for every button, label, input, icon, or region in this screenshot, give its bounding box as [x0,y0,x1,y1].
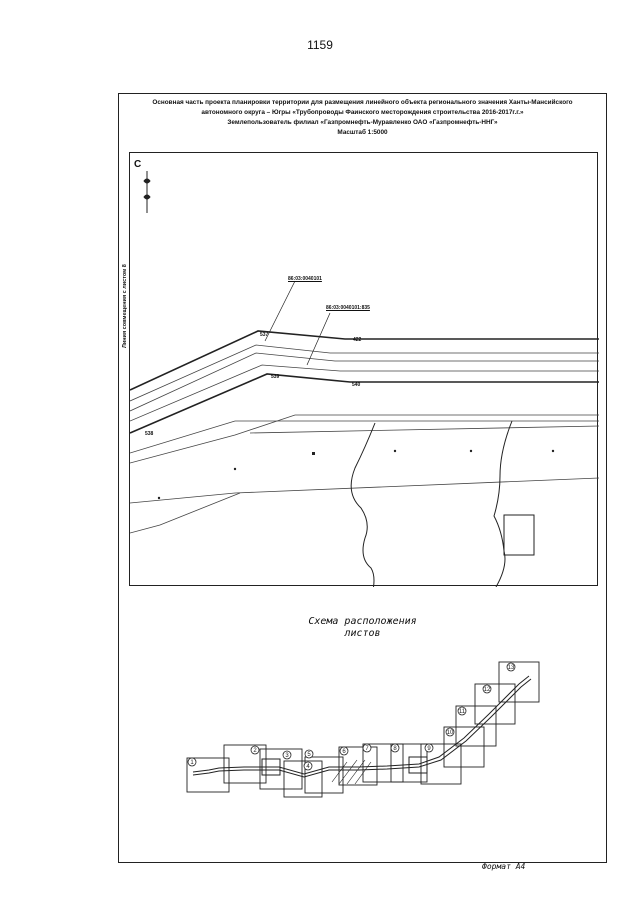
north-arrow-icon [143,171,151,213]
map-drawing [130,171,599,587]
sheet-marker-7: 7 [362,743,372,753]
point-label-538: 538 [145,431,154,437]
point-label-537: 537 [260,332,269,338]
route-hatch [331,759,372,785]
svg-text:11: 11 [459,709,466,715]
sheet-marker-4: 4 [303,761,313,771]
sheet-marker-6: 6 [339,746,349,756]
route-block-1 [261,758,281,776]
sheet-marker-5: 5 [304,749,314,759]
pipeline-boundaries [130,330,599,434]
corridor-lines [130,344,599,534]
svg-text:12: 12 [484,687,491,693]
sheet-frame-9 [420,743,462,785]
survey-dots [157,449,555,500]
svg-text:13: 13 [508,665,515,671]
scheme-title: Схема расположения листов [119,616,606,640]
sheet-frame-13 [498,661,540,703]
svg-text:1: 1 [190,760,194,766]
sheet-frame-3 [259,748,303,790]
svg-text:5: 5 [307,752,311,758]
point-label-540: 540 [352,382,361,388]
parcel-label-2: 86:03:0040101:835 [326,305,370,311]
sheet-marker-9: 9 [424,743,434,753]
sheet-frames [186,661,540,798]
sheet-frame-2 [223,744,267,784]
svg-text:8: 8 [393,746,397,752]
parcel-label-1: 86:03:0040101 [288,276,322,282]
route-block-2 [408,756,428,774]
sheet-number-markers: 1 2 3 4 5 6 7 8 9 10 11 12 13 [187,662,516,771]
map-frame: С Линия совмещения с листом 8 86:03:0040… [122,152,599,587]
scheme-title-line-2: листов [344,628,381,639]
pipeline-route [192,675,532,785]
sheet-marker-8: 8 [390,743,400,753]
leader-lines [264,280,331,366]
header-line-1: Основная часть проекта планировки террит… [152,99,573,106]
sheet-marker-10: 10 [445,727,455,737]
sheet-marker-2: 2 [250,745,260,755]
sheet-layout-diagram: 1 2 3 4 5 6 7 8 9 10 11 12 13 [186,661,540,798]
svg-text:3: 3 [285,753,289,759]
sheet-marker-11: 11 [457,706,467,716]
page-number: 1159 [307,38,333,52]
svg-text:7: 7 [365,746,369,752]
format-label: Формат А4 [482,862,526,871]
svg-text:9: 9 [427,746,431,752]
point-label-422: 422 [353,337,362,343]
stream-lines [350,420,535,587]
sheet-marker-3: 3 [282,750,292,760]
sheet-frame-12 [474,683,516,725]
header: Основная часть проекта планировки террит… [119,98,606,138]
svg-text:4: 4 [306,764,310,770]
sheet-marker-13: 13 [506,662,516,672]
north-letter: С [134,159,142,170]
point-label-539: 539 [271,374,280,380]
sheet-frame-11 [455,705,497,747]
svg-text:10: 10 [447,730,454,736]
sheet-frame-5 [304,756,344,794]
sheet-frame-4 [283,760,323,798]
drawing-sheet: Основная часть проекта планировки террит… [118,93,607,863]
sheet-marker-12: 12 [482,684,492,694]
matchline-label: Линия совмещения с листом 8 [122,264,128,348]
header-line-2: автономного округа – Югры «Трубопроводы … [201,109,524,116]
header-line-3: Землепользователь филиал «Газпромнефть-М… [227,119,498,126]
sheet-frame-10 [443,726,485,768]
header-line-4: Масштаб 1:5000 [337,129,388,136]
sheet-frame-1 [186,757,230,793]
svg-text:6: 6 [342,749,346,755]
svg-text:2: 2 [253,748,257,754]
sheet-marker-1: 1 [187,757,197,767]
scheme-title-line-1: Схема расположения [308,616,417,627]
